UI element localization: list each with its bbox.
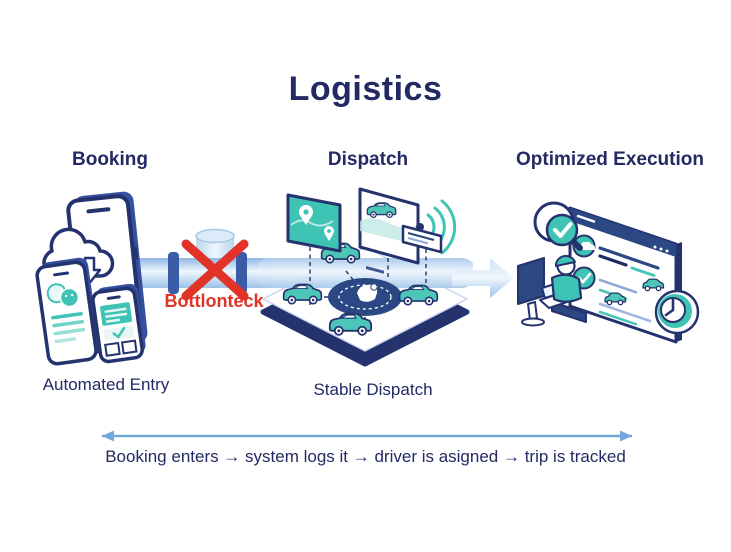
booking-caption: Automated Entry — [42, 375, 170, 394]
page-title: Logistics — [288, 70, 443, 108]
execution-illustration — [517, 201, 700, 344]
vehicle-avatar-icon — [572, 234, 596, 258]
arrowhead-left-icon — [102, 430, 114, 442]
pipe-bottleneck-illustration — [115, 228, 275, 301]
pipe-flange-right — [236, 252, 247, 294]
dispatch-hub — [328, 278, 402, 316]
operator-at-laptop — [517, 254, 587, 327]
clock-icon — [654, 289, 700, 335]
car-icon — [642, 278, 665, 292]
pipe-flange-left — [168, 252, 179, 294]
flow-arrow — [452, 258, 514, 298]
booking-illustration — [35, 191, 148, 366]
red-x-icon — [181, 239, 249, 301]
flow-band — [258, 258, 473, 288]
pipe — [115, 258, 275, 288]
timeline-arrow — [102, 430, 632, 442]
phone-icon — [35, 257, 100, 366]
dispatch-caption: Stable Dispatch — [313, 380, 433, 399]
dispatch-illustration — [258, 187, 473, 367]
map-pin-icon — [299, 205, 313, 225]
flow-sequence-text: Booking enters → system logs it → driver… — [105, 447, 626, 466]
section-heading-booking: Booking — [72, 149, 148, 170]
section-heading-execution: Optimized Execution — [516, 149, 704, 170]
cap-icon — [555, 254, 576, 267]
car-icon — [604, 292, 627, 306]
map-card — [286, 193, 342, 253]
support-avatar-icon — [46, 283, 80, 308]
check-badge-icon — [533, 201, 583, 251]
map-pin-icon — [324, 226, 334, 241]
section-heading-dispatch: Dispatch — [327, 149, 409, 170]
arrowhead-right-icon — [620, 430, 632, 442]
check-icon — [103, 326, 135, 341]
monitor-icon — [517, 257, 545, 305]
vehicle-card — [358, 187, 420, 274]
message-card — [401, 224, 443, 254]
phone-icon — [91, 283, 146, 364]
